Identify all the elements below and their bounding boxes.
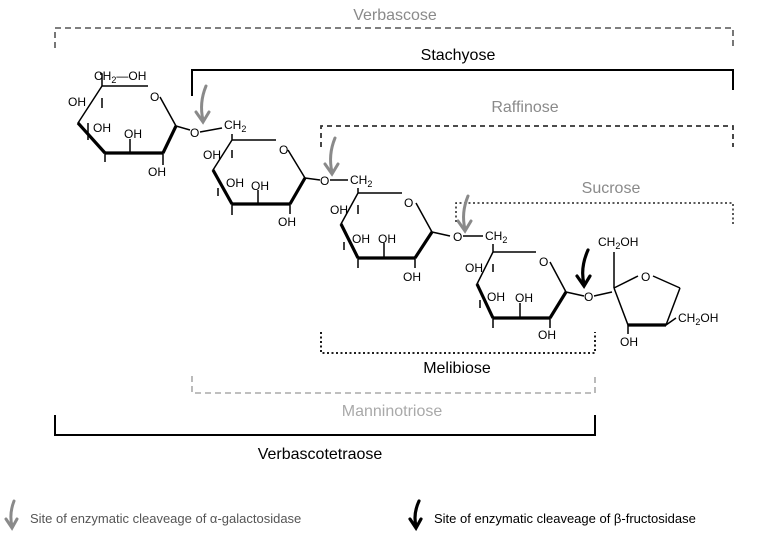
g2-ring-oxygen: O <box>279 143 288 157</box>
verbascotetraose-label: Verbascotetraose <box>258 446 383 463</box>
link-ch2-1: CH2 <box>224 118 246 134</box>
link-ch2-3: CH2 <box>485 229 507 245</box>
galactose-unit-1 <box>76 73 191 165</box>
g1-oh-bottom: OH <box>148 165 166 179</box>
melibiose-bracket <box>320 332 596 354</box>
sucrose-label: Sucrose <box>582 180 641 197</box>
g1-oh-a: OH <box>93 121 111 135</box>
glc-oh-left: OH <box>465 261 483 275</box>
stachyose-bracket <box>191 69 734 96</box>
link-oxygen-4: O <box>584 290 593 304</box>
galactose-unit-3 <box>339 188 451 268</box>
glucose-unit <box>475 244 585 328</box>
fru-oh-bottom: OH <box>620 335 638 349</box>
glc-oh-a: OH <box>487 290 505 304</box>
link-oxygen-3: O <box>453 230 462 244</box>
galactose-unit-2 <box>211 134 321 215</box>
g1-ring-oxygen: O <box>150 90 159 104</box>
fru-ch2oh-right: CH2OH <box>678 311 718 327</box>
raffinose-label: Raffinose <box>491 99 558 116</box>
legend-alpha-arrow-icon <box>4 499 19 531</box>
g3-oh-left: OH <box>330 203 348 217</box>
g1-ch2: CH2—OH <box>94 69 146 85</box>
legend-alpha-text: Site of enzymatic cleaveage of α-galacto… <box>30 511 301 526</box>
g3-oh-bottom: OH <box>403 270 421 284</box>
fru-ch2oh-top: CH2OH <box>598 235 638 251</box>
link-oxygen-1: O <box>190 126 199 140</box>
verbascose-bracket <box>54 27 734 48</box>
stachyose-label: Stachyose <box>421 47 496 64</box>
g3-ring-oxygen: O <box>404 196 413 210</box>
glc-oh-bottom: OH <box>538 328 556 342</box>
raffinose-bracket <box>320 125 734 147</box>
fructose-unit <box>613 252 681 334</box>
sucrose-bracket <box>455 202 734 225</box>
g2-oh-left: OH <box>203 148 221 162</box>
link-oxygen-2: O <box>320 174 329 188</box>
verbascotetraose-bracket <box>54 415 596 436</box>
g2-oh-b: OH <box>251 179 269 193</box>
g3-oh-a: OH <box>352 232 370 246</box>
beta-fructosidase-arrow <box>575 248 592 289</box>
verbascose-label: Verbascose <box>353 7 437 24</box>
alpha-galactosidase-arrow-3 <box>456 194 473 234</box>
manninotriose-bracket <box>191 376 596 394</box>
link-ch2-2: CH2 <box>350 173 372 189</box>
manninotriose-label: Manninotriose <box>342 403 443 420</box>
legend-beta-text: Site of enzymatic cleaveage of β-fructos… <box>434 511 696 526</box>
g2-oh-a: OH <box>226 176 244 190</box>
g1-oh-b: OH <box>124 127 142 141</box>
glc-ring-oxygen: O <box>539 255 548 269</box>
g3-oh-b: OH <box>378 232 396 246</box>
legend-beta-arrow-icon <box>408 499 423 532</box>
fru-ring-oxygen: O <box>641 270 650 284</box>
melibiose-label: Melibiose <box>423 360 491 377</box>
glc-oh-b: OH <box>515 291 533 305</box>
alpha-galactosidase-arrow-1 <box>194 84 211 125</box>
g1-oh-left: OH <box>68 95 86 109</box>
alpha-galactosidase-arrow-2 <box>323 136 340 177</box>
g2-oh-bottom: OH <box>278 215 296 229</box>
